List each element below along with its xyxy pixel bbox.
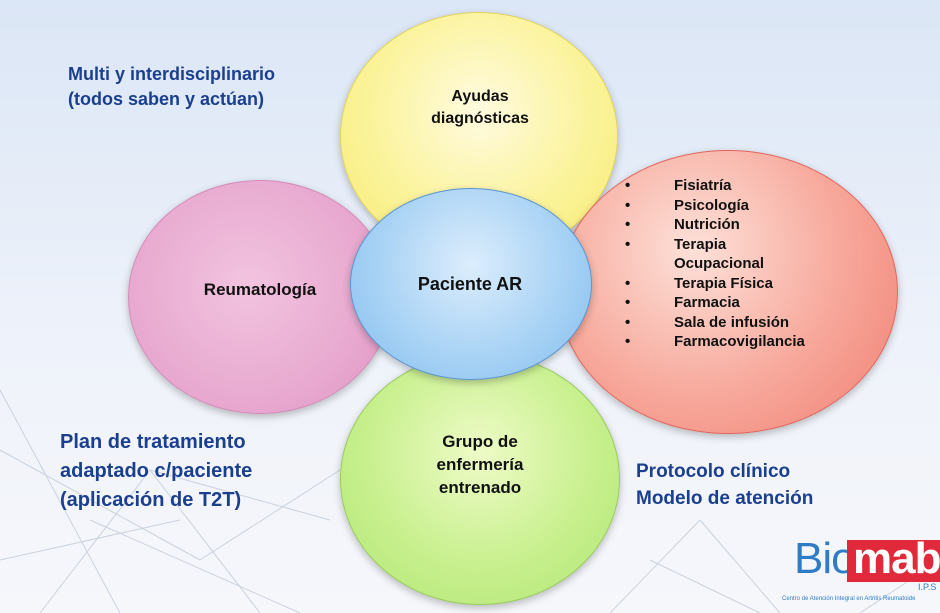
bullet: • — [625, 177, 631, 194]
annotation-line: (aplicación de T2T) — [60, 489, 242, 511]
bullet: • — [625, 333, 631, 350]
service-label: Terapia — [674, 235, 727, 253]
service-label: Terapia Física — [674, 274, 773, 292]
services-list: • Fisiatría • Psicología • Nutrición • Terap… — [618, 176, 888, 352]
diagnostic-aids-label: Ayudas diagnósticas — [400, 86, 560, 130]
diagnostic-aids-line: Ayudas — [451, 88, 509, 105]
bullet: • — [625, 235, 631, 253]
clinical-protocol-annotation: Protocolo clínico Modelo de atención — [636, 458, 813, 512]
rheumatology-circle — [128, 180, 392, 414]
list-item: • Psicología — [618, 196, 888, 215]
bullet: • — [625, 313, 631, 331]
patient-circle — [350, 188, 592, 380]
logo-tagline: Centro de Atención Integral en Artritis … — [782, 596, 916, 602]
list-item: • Fisiatría — [618, 176, 888, 195]
biomab-logo: Bio mab I.P.S Centro de Atención Integra… — [782, 534, 940, 608]
bullet: • — [625, 294, 631, 311]
patient-label: Paciente AR — [417, 274, 523, 294]
nursing-group-line: Grupo de — [442, 432, 518, 451]
logo-mab-box: mab — [847, 534, 940, 583]
logo-ips-text: I.P.S — [918, 582, 937, 592]
rheumatology-label: Reumatología — [203, 280, 317, 299]
bullet: • — [625, 274, 631, 292]
annotation-line: (todos saben y actúan) — [68, 89, 265, 109]
service-label: Psicología — [674, 196, 750, 214]
annotation-line: Multi y interdisciplinario — [68, 64, 276, 84]
list-item: • Terapia Física — [618, 274, 888, 293]
multidisciplinary-annotation: Multi y interdisciplinario (todos saben … — [68, 62, 275, 112]
list-item: • Farmacia — [618, 293, 888, 312]
annotation-line: Protocolo clínico — [636, 461, 791, 482]
service-label: Sala de infusión — [674, 313, 790, 331]
services-circle — [558, 150, 898, 434]
list-item: • Nutrición — [618, 215, 888, 234]
diagnostic-aids-line: diagnósticas — [431, 110, 529, 127]
service-label: Fisiatría — [674, 177, 732, 194]
service-label: Farmacia — [674, 294, 740, 311]
nursing-group-circle — [340, 353, 620, 605]
bullet: • — [625, 196, 631, 214]
nursing-group-line: enfermería — [436, 455, 524, 474]
annotation-line: Modelo de atención — [636, 488, 814, 509]
service-label: Farmacovigilancia — [674, 333, 805, 350]
list-item-continuation: Ocupacional — [618, 254, 888, 273]
annotation-line: Plan de tratamiento — [60, 431, 246, 453]
logo-mab-text: mab — [853, 534, 940, 583]
treatment-plan-annotation: Plan de tratamiento adaptado c/paciente … — [60, 428, 252, 515]
annotation-line: adaptado c/paciente — [60, 460, 253, 482]
list-item: • Terapia — [618, 235, 888, 254]
logo-bio-text: Bio — [794, 534, 856, 583]
nursing-group-line: entrenado — [438, 478, 522, 497]
list-item: • Farmacovigilancia — [618, 332, 888, 351]
list-item: • Sala de infusión — [618, 313, 888, 332]
nursing-group-label: Grupo de enfermería entrenado — [380, 430, 580, 499]
service-label: Ocupacional — [674, 255, 765, 272]
bullet: • — [625, 216, 631, 233]
service-label: Nutrición — [674, 216, 740, 233]
